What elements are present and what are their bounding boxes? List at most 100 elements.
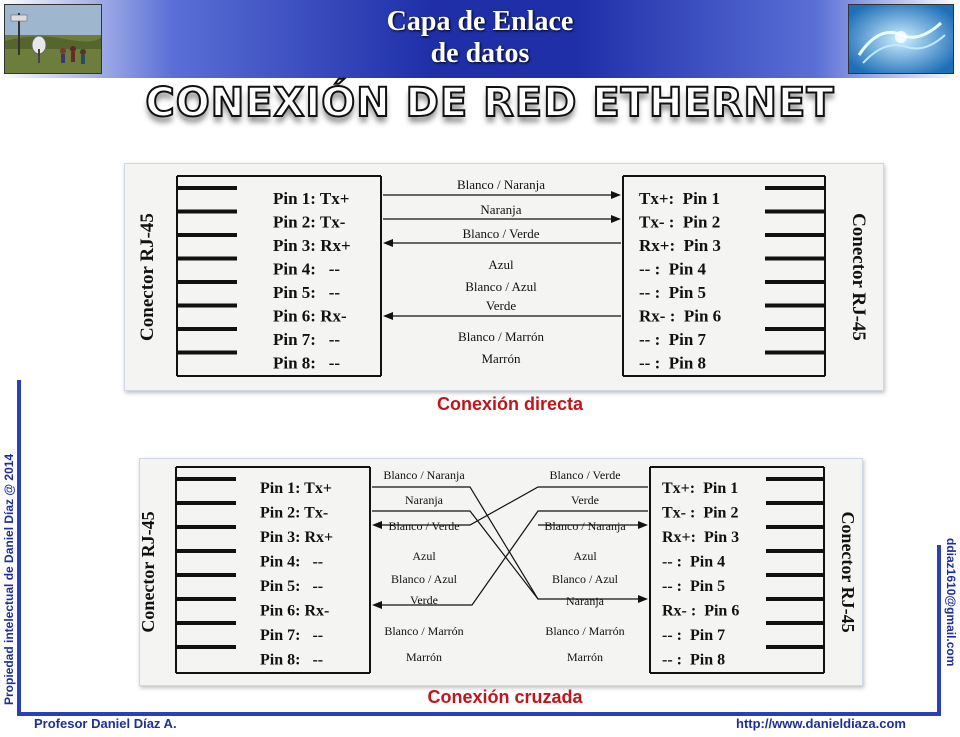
crossed-left-connector-bars	[176, 477, 236, 649]
direct-left-pin-7: Pin 7: --	[273, 330, 340, 349]
direct-connector-left-label: Conector RJ-45	[137, 213, 158, 341]
crossed-wire-left-label-4: Azul	[412, 549, 436, 563]
header-title-line1: Capa de Enlace	[386, 6, 574, 37]
direct-right-pin-5: -- : Pin 5	[639, 283, 706, 302]
direct-right-pin-6: Rx- : Pin 6	[639, 307, 721, 326]
crossed-right-bar-3	[766, 525, 824, 529]
direct-wire-label-7: Blanco / Marrón	[458, 329, 544, 344]
crossed-wire-right-label-7: Blanco / Marrón	[545, 624, 624, 638]
direct-right-connector-bars	[765, 186, 825, 355]
direct-wires	[383, 191, 621, 320]
direct-wire-label-6: Verde	[486, 298, 517, 313]
crossed-caption: Conexión cruzada	[427, 687, 583, 707]
crossed-right-bar-5	[766, 573, 824, 577]
direct-right-pin-4: -- : Pin 4	[639, 260, 707, 279]
direct-left-pin-3: Pin 3: Rx+	[273, 236, 351, 255]
direct-left-pin-4: Pin 4: --	[273, 260, 340, 279]
crossed-right-pin-3: Rx+: Pin 3	[662, 529, 739, 546]
crossed-wire-left-label-1: Blanco / Naranja	[383, 468, 465, 482]
crossed-right-pin-4: -- : Pin 4	[662, 554, 725, 571]
crossed-left-bar-2	[176, 501, 236, 505]
frame-left-line	[17, 380, 21, 716]
direct-left-bar-7	[177, 327, 237, 331]
direct-right-bar-2	[765, 209, 825, 214]
direct-right-bar-1	[765, 186, 825, 190]
crossed-wire-right-label-3: Blanco / Naranja	[544, 519, 626, 533]
crossed-right-bar-1	[766, 477, 824, 481]
crossed-connector-left-label: Conector RJ-45	[140, 511, 158, 632]
crossed-left-pin-1: Pin 1: Tx+	[260, 480, 332, 497]
direct-wire-label-3: Blanco / Verde	[462, 226, 539, 241]
crossed-left-pin-6: Pin 6: Rx-	[260, 603, 329, 620]
direct-left-bar-6	[177, 303, 237, 308]
header-title: Capa de Enlace de datos	[330, 6, 630, 70]
crossed-right-connector-bars	[766, 477, 824, 649]
direct-wire-label-4: Azul	[488, 257, 514, 272]
crossed-left-pin-5: Pin 5: --	[260, 578, 323, 595]
direct-left-pin-2: Pin 2: Tx-	[273, 213, 346, 232]
direct-left-pin-6: Pin 6: Rx-	[273, 307, 347, 326]
crossed-connector-right-label: Conector RJ-45	[838, 511, 858, 632]
crossed-wire-right-label-5: Blanco / Azul	[552, 572, 619, 586]
crossed-right-bar-6	[766, 597, 824, 601]
direct-left-bar-4	[177, 256, 237, 261]
crossed-wire-left-label-3: Blanco / Verde	[388, 519, 459, 533]
crossed-left-pin-2: Pin 2: Tx-	[260, 505, 328, 522]
crossed-wire-right-label-6: Naranja	[566, 594, 605, 608]
crossed-wire-left-label-6: Verde	[410, 593, 438, 607]
crossed-right-bar-2	[766, 501, 824, 505]
frame-right-line	[937, 545, 941, 716]
direct-connection-diagram: Conector RJ-45 Conector RJ-45 Pin 1: Tx+…	[125, 164, 883, 390]
crossed-right-pin-1: Tx+: Pin 1	[662, 480, 738, 497]
crossed-left-bar-6	[176, 597, 236, 601]
direct-right-bar-8	[765, 350, 825, 355]
direct-right-pin-2: Tx- : Pin 2	[639, 213, 720, 232]
copyright-vertical-text: Propiedad intelectual de Daniel Díaz @ 2…	[2, 453, 16, 705]
crossed-wire-left-label-5: Blanco / Azul	[391, 572, 458, 586]
direct-connector-right-label: Conector RJ-45	[848, 213, 869, 341]
direct-right-bar-5	[765, 280, 825, 284]
direct-left-bar-1	[177, 186, 237, 190]
crossed-right-bar-4	[766, 549, 824, 553]
direct-left-bar-8	[177, 350, 237, 355]
header-image-digital-hand	[848, 4, 954, 74]
crossed-right-pin-5: -- : Pin 5	[662, 578, 725, 595]
crossed-wire-right-label-8: Marrón	[567, 650, 603, 664]
crossed-right-pin-6: Rx- : Pin 6	[662, 603, 739, 620]
direct-right-bar-4	[765, 256, 825, 261]
email-vertical-text: ddiaz1610@gmail.com	[944, 538, 958, 667]
direct-right-bar-3	[765, 233, 825, 237]
crossed-left-bar-7	[176, 621, 236, 625]
crossed-wires	[372, 486, 648, 609]
crossed-wire-left-label-7: Blanco / Marrón	[384, 624, 463, 638]
direct-right-pin-8: -- : Pin 8	[639, 354, 706, 373]
crossed-left-bar-4	[176, 549, 236, 553]
direct-wire-label-1: Blanco / Naranja	[457, 177, 545, 192]
header-title-line2: de datos	[430, 38, 530, 69]
direct-left-pin-1: Pin 1: Tx+	[273, 189, 349, 208]
direct-wire-label-8: Marrón	[482, 351, 521, 366]
direct-right-bar-7	[765, 327, 825, 331]
crossed-connection-diagram: Conector RJ-45 Conector RJ-45 Pin 1: Tx+…	[138, 459, 862, 685]
direct-left-pin-8: Pin 8: --	[273, 354, 340, 373]
crossed-wire-left-label-8: Marrón	[406, 650, 442, 664]
direct-left-connector-bars	[177, 186, 237, 355]
crossed-left-bar-3	[176, 525, 236, 529]
crossed-connection-panel: Conector RJ-45 Conector RJ-45 Pin 1: Tx+…	[138, 458, 863, 686]
crossed-right-pin-2: Tx- : Pin 2	[662, 505, 738, 522]
crossed-left-pin-3: Pin 3: Rx+	[260, 529, 333, 546]
crossed-right-pin-7: -- : Pin 7	[662, 627, 725, 644]
main-title: CONEXIÓN DE RED ETHERNET	[144, 79, 835, 127]
crossed-wire-left-label-2: Naranja	[405, 493, 444, 507]
crossed-wire-right-label-1: Blanco / Verde	[549, 468, 620, 482]
direct-right-pin-7: -- : Pin 7	[639, 330, 707, 349]
direct-right-pin-3: Rx+: Pin 3	[639, 236, 721, 255]
direct-left-bar-3	[177, 233, 237, 237]
footer-author: Profesor Daniel Díaz A.	[34, 716, 177, 731]
direct-caption: Conexión directa	[436, 394, 584, 414]
footer-website-link[interactable]: http://www.danieldiaza.com	[736, 716, 906, 731]
direct-wire-label-5: Blanco / Azul	[465, 279, 537, 294]
crossed-left-bar-8	[176, 645, 236, 649]
crossed-left-bar-1	[176, 477, 236, 481]
crossed-right-bar-8	[766, 645, 824, 649]
